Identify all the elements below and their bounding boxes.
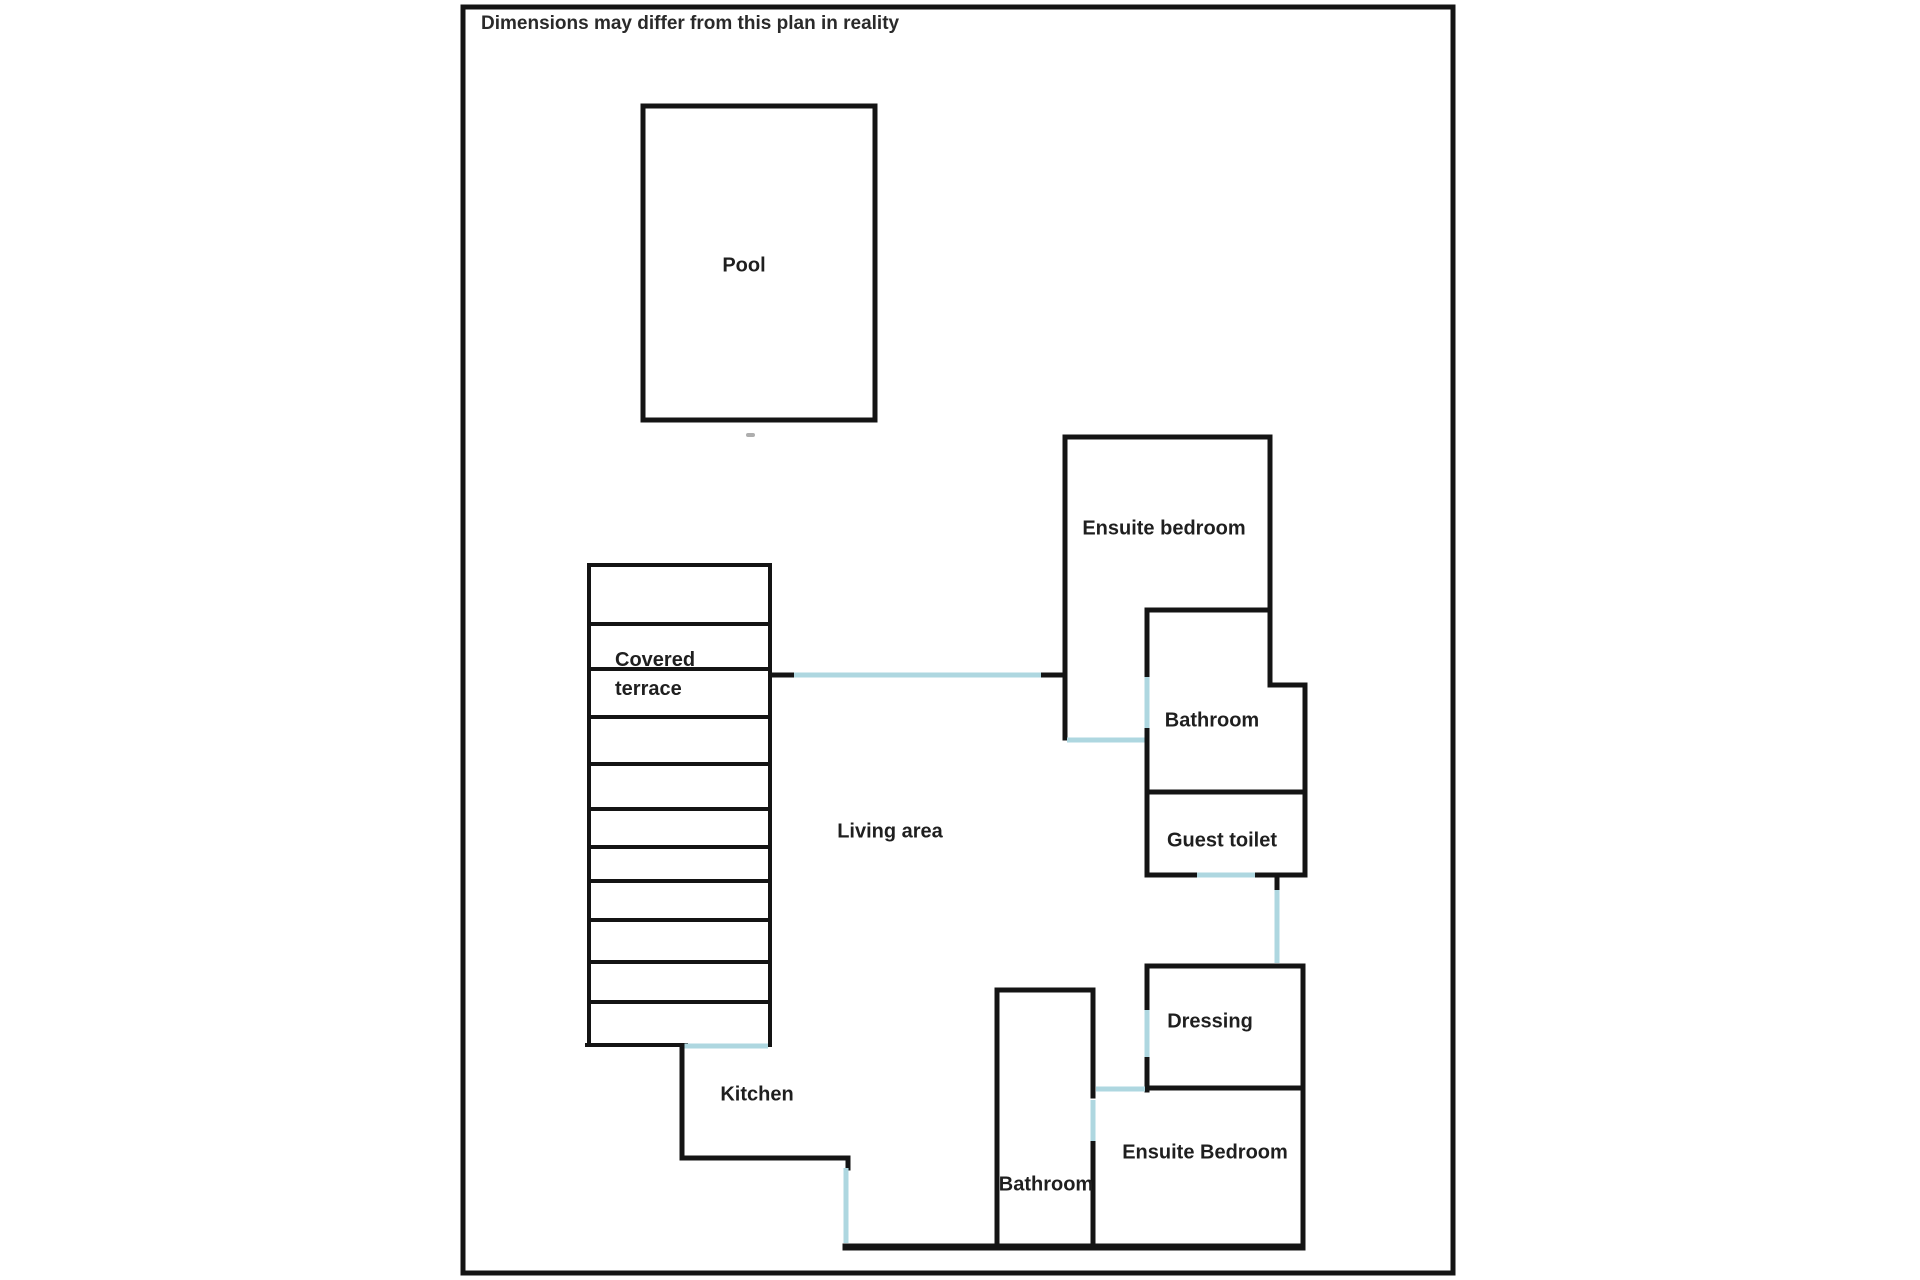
ensuite-bedroom-top-label: Ensuite bedroom xyxy=(1082,517,1246,540)
dressing-walls xyxy=(1144,963,1306,1250)
guest-toilet-label: Guest toilet xyxy=(1166,829,1278,852)
bathroom-bottom-label: Bathroom xyxy=(998,1173,1094,1196)
bathroom-bottom-walls xyxy=(994,987,1096,1250)
ensuite-bedroom-bottom-label: Ensuite Bedroom xyxy=(1122,1141,1288,1164)
terrace-outline xyxy=(587,563,772,1047)
disclaimer-text: Dimensions may differ from this plan in … xyxy=(481,13,900,34)
pool-label: Pool xyxy=(722,254,766,277)
living-area-label: Living area xyxy=(837,820,943,843)
kitchen-label: Kitchen xyxy=(720,1083,794,1106)
pool-outline xyxy=(640,103,878,423)
plan-border xyxy=(460,4,1456,1276)
smudge-mark xyxy=(746,433,755,437)
terrace-slats xyxy=(587,622,772,1004)
ensuite-bedroom-top-walls xyxy=(1062,434,1308,878)
dressing-label: Dressing xyxy=(1167,1010,1253,1033)
bathroom-top-label: Bathroom xyxy=(1164,709,1260,732)
covered-terrace-label: Covered terrace xyxy=(615,649,696,700)
kitchen-walls xyxy=(679,1043,851,1171)
